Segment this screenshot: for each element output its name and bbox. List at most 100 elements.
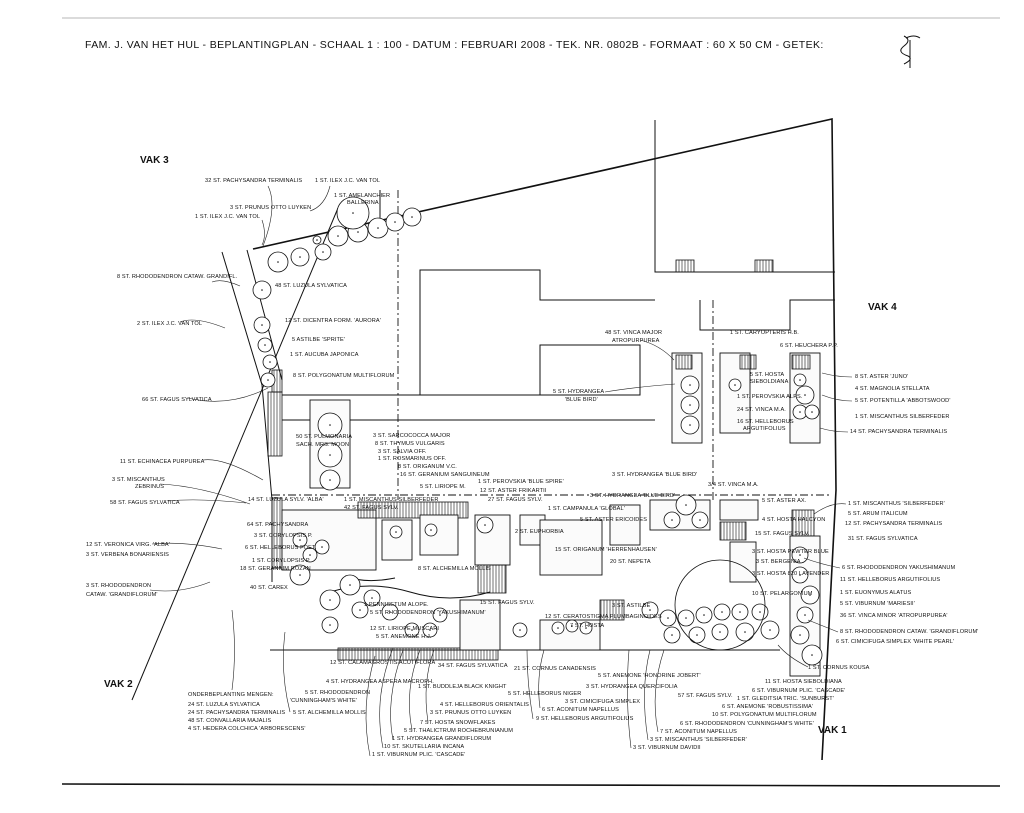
- zone-label-vak2: VAK 2: [104, 679, 133, 690]
- plant-label: 6 ST. RHODODENDRON YAKUSHIMANUM: [842, 565, 955, 571]
- plant-label: ARGUTIFOLIUS: [743, 426, 786, 432]
- plant-label: 11 ST. HOSTA SIEBOLDIANA: [765, 679, 842, 685]
- plant-label: 5 ST. ANEMONE H.J.: [376, 634, 432, 640]
- plant-label: 14 ST. LUZULA SYLV. 'ALBA': [248, 497, 324, 503]
- plant-label: 5 ST. HOSTA: [750, 372, 784, 378]
- plant-center-dot: [739, 611, 741, 613]
- plant-label: 6 ST. CIMICIFUGA SIMPLEX 'WHITE PEARL': [836, 639, 954, 645]
- plant-label: 1 ST. VIBURNUM PLIC. 'CASCADE': [372, 752, 465, 758]
- plant-center-dot: [699, 519, 701, 521]
- plant-center-dot: [411, 629, 413, 631]
- plant-label: BALLERINA: [347, 200, 379, 206]
- plant-label: 1 PENNISETUM ALOPE.: [364, 602, 429, 608]
- plant-center-dot: [571, 625, 573, 627]
- plant-center-dot: [809, 594, 811, 596]
- plant-center-dot: [377, 227, 379, 229]
- plant-center-dot: [689, 384, 691, 386]
- plant-center-dot: [269, 361, 271, 363]
- plant-label: CATAW. 'GRANDIFLORUM': [86, 592, 158, 598]
- plant-center-dot: [799, 411, 801, 413]
- plant-label: 1 ST. AUCUBA JAPONICA: [290, 352, 359, 358]
- plant-label: 9 ST. HELLEBORUS ARGUTIFOLIUS: [536, 716, 634, 722]
- plant-label: 3 ST. SARCOCOCCA MAJOR: [373, 433, 450, 439]
- plant-center-dot: [264, 344, 266, 346]
- plant-center-dot: [439, 614, 441, 616]
- plant-label: 2 ST. ILEX J.C. VAN TOL: [137, 321, 202, 327]
- plant-label: 12 ST. VERONICA VIRG. 'ALBA': [86, 542, 170, 548]
- plant-center-dot: [799, 634, 801, 636]
- plant-label: 5 ST. RHODODENDRON: [305, 690, 370, 696]
- sheet-frame-bottom: [61, 783, 1001, 787]
- plant-label: 5 ST. THALICTRUM ROCHEBRUNIANUM: [404, 728, 513, 734]
- plant-center-dot: [337, 235, 339, 237]
- plant-center-dot: [389, 611, 391, 613]
- plant-center-dot: [261, 289, 263, 291]
- plant-label: 10 ST. POLYGONATUM MULTIFLORUM: [712, 712, 817, 718]
- plant-label: 7 ST. HOSTA SNOWFLAKES: [420, 720, 496, 726]
- plant-labels: 32 ST. PACHYSANDRA TERMINALIS 1 ST. ILEX…: [86, 178, 978, 758]
- plant-label: 6 ST. ACONITUM NAPELLUS: [542, 707, 619, 713]
- plant-label: 5 ST. ARUM ITALICUM: [848, 511, 908, 517]
- plant-label: 1 ST. CORNUS KOUSA: [808, 665, 870, 671]
- plant-label: 'CUNNINGHAM'S WHITE': [290, 698, 357, 704]
- plant-center-dot: [649, 609, 651, 611]
- plant-label: 3 ST. ASTILBE: [612, 603, 650, 609]
- plant-label: 3 ST. HOSTA PEWTER BLUE: [752, 549, 829, 555]
- plant-label: 36 ST. VINCA MINOR 'ATROPURPUREA': [840, 613, 948, 619]
- plant-center-dot: [322, 251, 324, 253]
- plant-center-dot: [685, 617, 687, 619]
- plant-label: 8 ST. POLYGONATUM MULTIFLORUM: [293, 373, 395, 379]
- plant-label: 8 ST. ALCHEMILLA MOLLIS: [418, 566, 491, 572]
- plant-label: 1 ST. CAMPANULA 'GLOBAL': [548, 506, 625, 512]
- plant-center-dot: [689, 424, 691, 426]
- plant-label: 20 ST. NEPETA: [610, 559, 651, 565]
- plant-center-dot: [329, 424, 331, 426]
- plant-label: 12 ST. PACHYSANDRA TERMINALIS: [845, 521, 942, 527]
- plant-label: 'BLUE BIRD': [565, 397, 598, 403]
- plant-center-dot: [696, 634, 698, 636]
- plant-label: 5 ST. LIRIOPE M.: [420, 484, 466, 490]
- zone-label-vak3: VAK 3: [140, 155, 169, 166]
- plant-label: 6 ST. HELLEBORUS FOET.: [245, 545, 317, 551]
- plant-center-dot: [299, 539, 301, 541]
- plant-center-dot: [329, 624, 331, 626]
- plant-label: 1 ST. ILEX J.C. VAN TOL: [195, 214, 260, 220]
- plant-label: 11 ST. HELLEBORUS ARGUTIFOLIUS: [840, 577, 940, 583]
- plant-label: 3 ST. MISCANTHUS 'SILBERFEDER': [650, 737, 747, 743]
- plant-label: 5 ST. VIBURNUM 'MARIESII': [840, 601, 915, 607]
- plant-center-dot: [811, 411, 813, 413]
- plant-center-dot: [395, 531, 397, 533]
- plant-label: 7 ST. ACONITUM NAPELLUS: [660, 729, 737, 735]
- plant-center-dot: [703, 614, 705, 616]
- plant-center-dot: [734, 384, 736, 386]
- plant-label: 1 ST. PEROVSKIA 'BLUE SPIRE': [478, 479, 564, 485]
- plant-center-dot: [689, 404, 691, 406]
- groundcover-item: 48 ST. CONVALLARIA MAJALIS: [188, 718, 271, 724]
- plant-label: 4 ST. HOSTA HALCYON: [762, 517, 825, 523]
- plant-label: 2 ST. EUPHORBIA: [515, 529, 564, 535]
- plant-label: 50 ST. PULMONARIA: [296, 434, 352, 440]
- plant-label: 3 ST. CIMICIFUGA SIMPLEX: [565, 699, 640, 705]
- plant-label: 32 ST. PACHYSANDRA TERMINALIS: [205, 178, 302, 184]
- plant-label: 3 ST. PRUNUS OTTO LUYKEN: [430, 710, 511, 716]
- plant-label: 31 ST. FAGUS SYLVATICA: [848, 536, 918, 542]
- plant-label: 12 ST. DICENTRA FORM. 'AURORA': [285, 318, 381, 324]
- plant-center-dot: [394, 221, 396, 223]
- plant-center-dot: [769, 629, 771, 631]
- plant-symbols: [252, 196, 823, 666]
- title-block: FAM. J. VAN HET HUL - BEPLANTINGPLAN - S…: [85, 39, 824, 51]
- plant-label: 16 ST. HELLEBORUS: [737, 419, 794, 425]
- plant-center-dot: [671, 519, 673, 521]
- plant-label: 1 ST. MISCANTHUS SILBERFEDER: [344, 497, 439, 503]
- plant-label: 5 ST. ANEMONE 'HONORINE JOBERT': [598, 673, 701, 679]
- plant-center-dot: [519, 629, 521, 631]
- plant-label: 66 ST. FAGUS SYLVATICA: [142, 397, 212, 403]
- plant-center-dot: [371, 597, 373, 599]
- plant-label: 1 ST. GLEDITSIA TRIC. 'SUNBURST': [737, 696, 834, 702]
- plant-label: 15 ST. FAGUS SYLV.: [480, 600, 535, 606]
- plant-center-dot: [316, 239, 318, 241]
- plant-label: 15 ST. ORIGANUM 'HERRENHAUSEN': [555, 547, 657, 553]
- plant-label: 8 ST. ASTER 'JUNO': [855, 374, 908, 380]
- plant-label: 1 ST. BUDDLEJA BLACK KNIGHT: [418, 684, 507, 690]
- plant-center-dot: [804, 614, 806, 616]
